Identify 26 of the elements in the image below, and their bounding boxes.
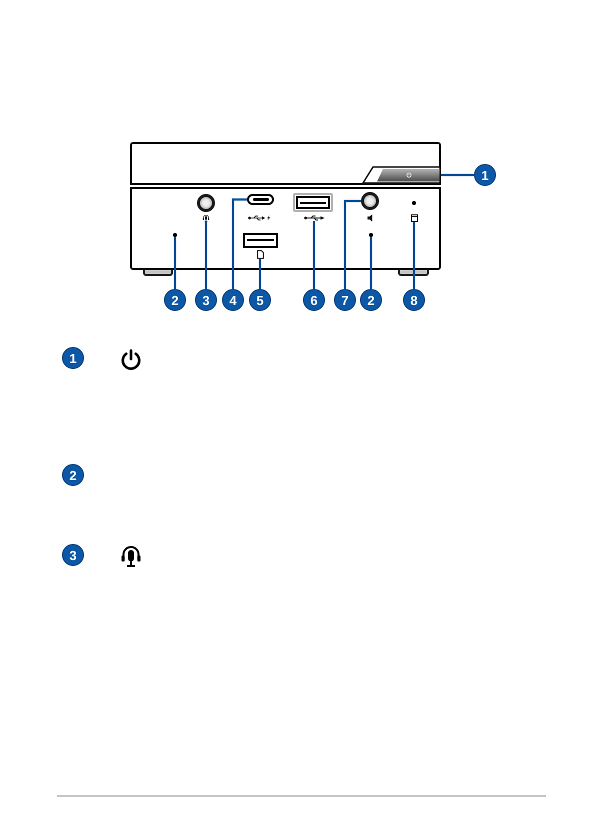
leader-line — [312, 221, 316, 289]
callout-number: 1 — [62, 347, 84, 369]
callout-number: 7 — [334, 289, 356, 311]
leader-line — [174, 237, 176, 289]
callout-number: 3 — [195, 289, 217, 311]
leader-line — [370, 237, 372, 289]
memory-card-icon — [257, 250, 264, 259]
callout-number: 5 — [249, 289, 271, 311]
leader-line — [204, 222, 208, 289]
usb-symbol-icon — [304, 215, 325, 221]
callout-number: 1 — [474, 164, 496, 186]
callout-number: 2 — [164, 289, 186, 311]
headset-icon — [202, 214, 210, 222]
leader-line — [344, 200, 361, 289]
drive-icon — [411, 214, 418, 222]
callout-number: 8 — [403, 289, 425, 311]
power-button — [362, 166, 441, 184]
usb-c-port — [247, 194, 274, 205]
callout-number: 2 — [62, 464, 84, 486]
callout-number: 3 — [62, 544, 84, 566]
callout-number: 4 — [222, 289, 244, 311]
callout-number: 2 — [360, 289, 382, 311]
leader-line — [258, 259, 262, 289]
leader-line — [441, 174, 474, 176]
callout-number: 6 — [303, 289, 325, 311]
leader-line — [232, 198, 247, 289]
